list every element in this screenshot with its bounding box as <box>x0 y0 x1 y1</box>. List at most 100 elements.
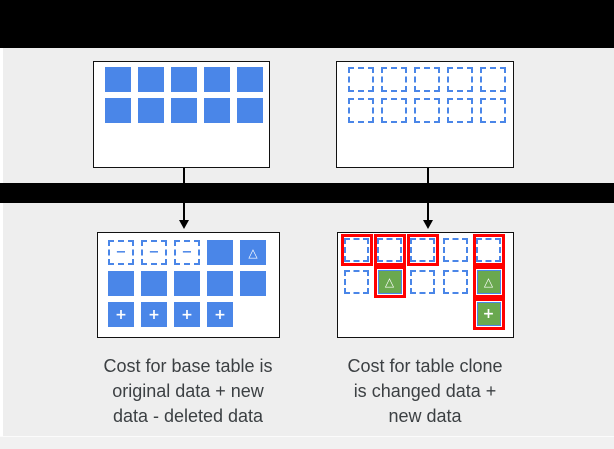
data-cell <box>207 240 233 265</box>
divider-black-bar <box>0 183 614 203</box>
dashed-red-cell <box>373 234 406 266</box>
plus-icon: + <box>148 306 160 323</box>
block-row <box>108 271 279 296</box>
new-data-block: + <box>207 302 233 327</box>
red-highlight-border: + <box>472 298 505 330</box>
deleted-data-block: − <box>108 240 134 265</box>
data-cell <box>237 67 263 92</box>
data-cell <box>240 271 266 296</box>
data-cell <box>204 67 230 92</box>
shared-data-block <box>410 238 435 262</box>
data-block <box>105 98 131 123</box>
empty-dashed-cell <box>480 67 506 92</box>
green-plus-red-cell: + <box>472 298 505 330</box>
empty-dashed-cell <box>414 98 440 123</box>
plus-icon: + <box>115 306 127 323</box>
down-arrow-right-head <box>423 220 433 229</box>
caption-table-clone: Cost for table clone is changed data + n… <box>310 354 540 429</box>
triangle-icon: △ <box>384 275 395 289</box>
new-data-block: + <box>174 302 200 327</box>
empty-block <box>348 67 374 92</box>
base-table-after-box: −−−△++++ <box>97 232 280 338</box>
block-row: △△ <box>340 266 513 298</box>
red-highlight-border: △ <box>373 266 406 298</box>
red-highlight-border <box>472 234 505 266</box>
empty-block <box>447 98 473 123</box>
empty-block <box>381 67 407 92</box>
data-cell <box>108 271 134 296</box>
empty-minus-cell: − <box>141 240 167 265</box>
changed-data-block: △ <box>240 240 266 265</box>
empty-cell <box>406 298 439 330</box>
empty-block <box>480 98 506 123</box>
data-cell <box>138 98 164 123</box>
caption-line: new data <box>388 406 462 426</box>
dashed-red-cell <box>406 234 439 266</box>
empty-dashed-cell <box>348 98 374 123</box>
base-table-after-grid: −−−△++++ <box>98 233 279 327</box>
caption-line: Cost for base table is <box>103 356 273 376</box>
base-table-original-grid <box>94 62 269 123</box>
down-arrow-left-head <box>179 220 189 229</box>
empty-dashed-cell <box>340 266 373 298</box>
block-row <box>348 98 513 123</box>
empty-dashed-cell <box>348 67 374 92</box>
data-plus-cell: + <box>207 302 233 327</box>
data-cell <box>141 271 167 296</box>
minus-icon: − <box>181 245 193 260</box>
empty-block <box>414 67 440 92</box>
minus-icon: − <box>115 245 127 260</box>
empty-dashed-cell <box>439 266 472 298</box>
data-cell <box>105 67 131 92</box>
empty-cell <box>439 298 472 330</box>
empty-cell <box>340 298 373 330</box>
block-row <box>348 67 513 92</box>
red-highlight-border <box>340 234 373 266</box>
table-clone-after-box: △△+ <box>337 232 514 338</box>
empty-minus-cell: − <box>108 240 134 265</box>
data-plus-cell: + <box>108 302 134 327</box>
red-highlight-border <box>406 234 439 266</box>
dashed-red-cell <box>472 234 505 266</box>
red-highlight-border: △ <box>472 266 505 298</box>
caption-line: Cost for table clone <box>347 356 503 376</box>
down-arrow-left <box>183 168 185 221</box>
block-row <box>105 67 269 92</box>
deleted-data-block: − <box>174 240 200 265</box>
green-triangle-red-cell: △ <box>373 266 406 298</box>
plus-icon: + <box>181 306 193 323</box>
empty-block <box>443 238 468 262</box>
data-block <box>204 67 230 92</box>
green-triangle-red-cell: △ <box>472 266 505 298</box>
empty-block <box>381 98 407 123</box>
empty-dashed-cell <box>447 67 473 92</box>
changed-data-block: △ <box>476 270 501 294</box>
new-data-block: + <box>141 302 167 327</box>
triangle-icon: △ <box>248 245 258 260</box>
left-edge-strip <box>0 48 3 436</box>
empty-block <box>447 67 473 92</box>
empty-minus-cell: − <box>174 240 200 265</box>
empty-block <box>344 270 369 294</box>
empty-dashed-cell <box>439 234 472 266</box>
block-row: + + + + <box>108 302 279 327</box>
empty-block <box>410 270 435 294</box>
caption-line: is changed data + <box>353 381 497 401</box>
data-block <box>204 98 230 123</box>
dashed-red-cell <box>340 234 373 266</box>
empty-block <box>414 98 440 123</box>
data-plus-cell: + <box>174 302 200 327</box>
data-block <box>105 67 131 92</box>
block-row <box>340 234 513 266</box>
deleted-data-block: − <box>141 240 167 265</box>
new-data-block: + <box>108 302 134 327</box>
empty-dashed-cell <box>406 266 439 298</box>
data-cell <box>171 67 197 92</box>
table-clone-initial-box <box>336 61 514 168</box>
empty-dashed-cell <box>381 67 407 92</box>
table-clone-after-grid: △△+ <box>338 233 513 330</box>
data-block <box>237 98 263 123</box>
data-block <box>108 271 134 296</box>
changed-data-block: △ <box>377 270 402 294</box>
